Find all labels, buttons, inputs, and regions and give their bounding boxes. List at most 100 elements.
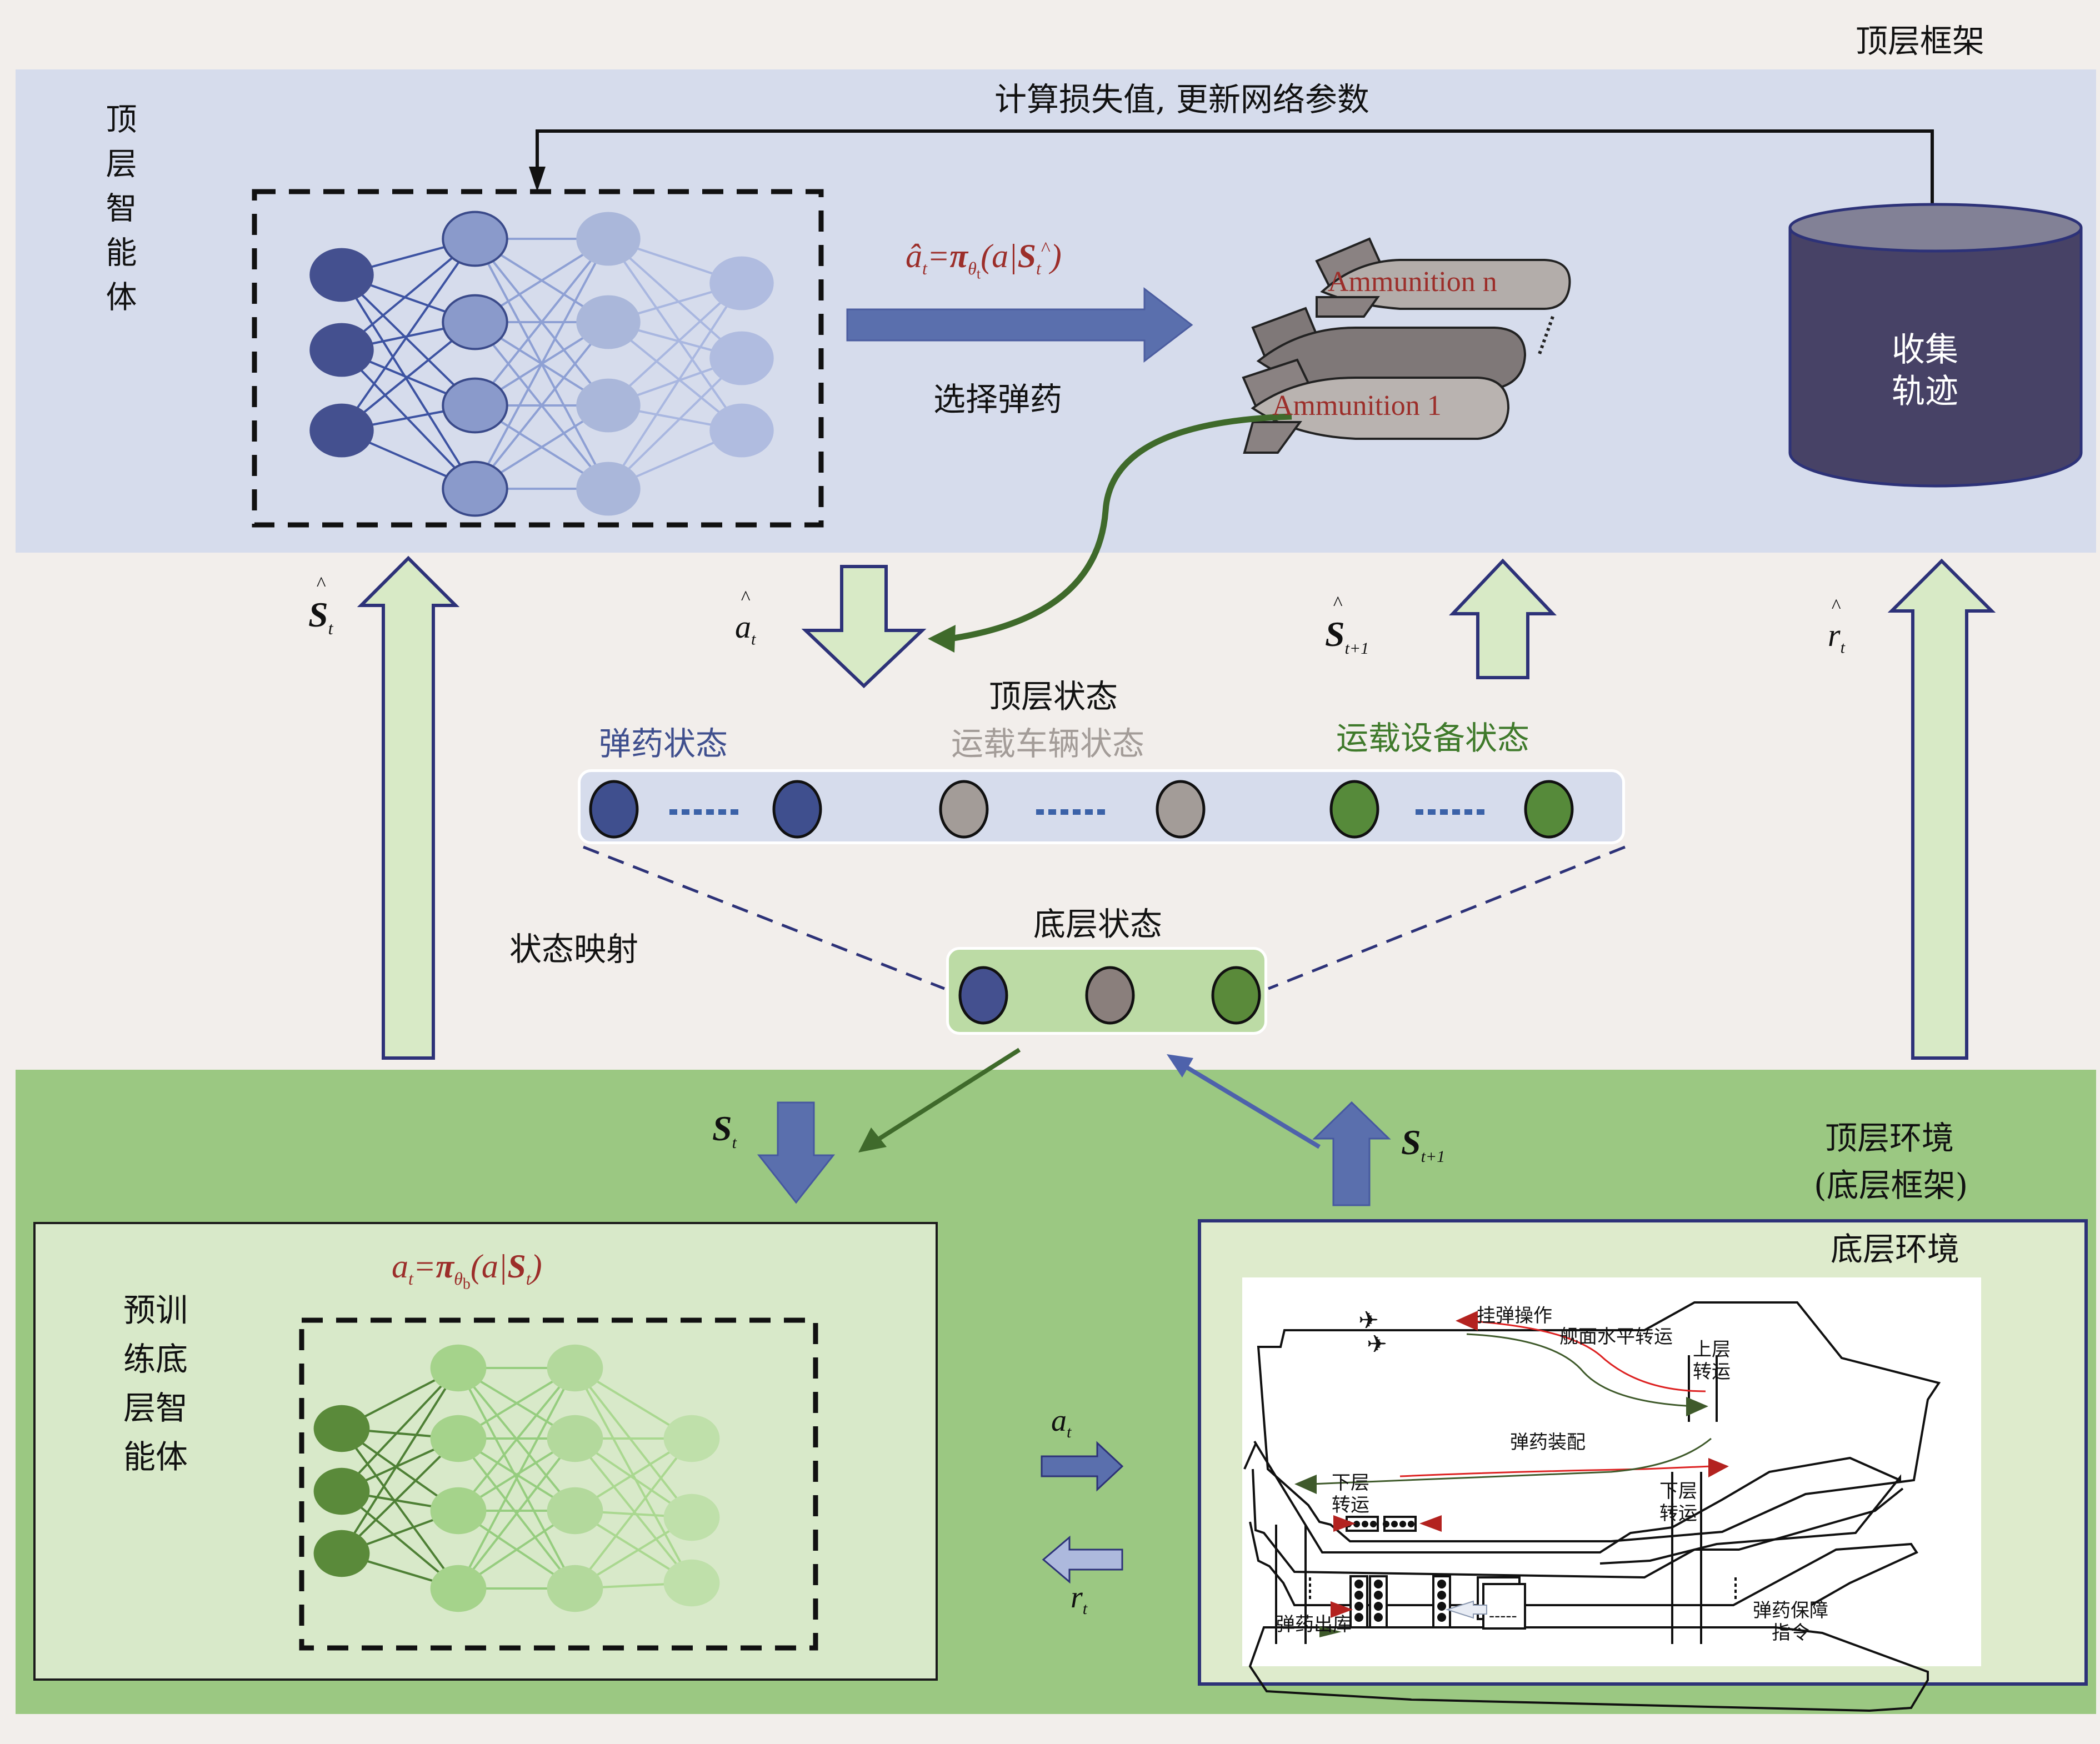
bformula-lhs-sub: t (408, 1269, 413, 1289)
nn-edge (341, 349, 476, 490)
bottom-state-node (1211, 966, 1261, 1025)
rack-dot (1354, 1580, 1363, 1588)
nn-edge (341, 1367, 459, 1492)
hangar-deck-outline (1243, 1440, 1901, 1565)
s-hat-t-label: ^St (308, 574, 333, 638)
upper-transfer-line2: 转运 (1693, 1361, 1731, 1383)
nn-edge (474, 321, 609, 490)
formula-arg: (a| (981, 238, 1018, 274)
a-hat-down-arrow (801, 565, 927, 689)
ship-ammo-assembly-label: 弹药装配 (1510, 1431, 1586, 1454)
top-state-node (589, 780, 639, 839)
nn-node (313, 1405, 370, 1452)
nn-edge (341, 1367, 459, 1555)
equipment-state-label: 运载设备状态 (1336, 719, 1530, 757)
bottom-state-node (1085, 966, 1135, 1025)
select-ammo-arrow (846, 287, 1193, 363)
top-state-nodes (589, 780, 1574, 839)
top-state-bar (578, 769, 1625, 844)
bformula-pi: π (436, 1248, 454, 1285)
ammo-state-label: 弹药状态 (599, 725, 728, 763)
st-down-arrow (757, 1101, 836, 1204)
r-hat-t-hat: ^ (1831, 595, 1840, 617)
formula-pi: π (949, 238, 968, 274)
support-order-line1: 弹药保障 (1753, 1600, 1828, 1622)
ship-lower-transfer-left-label: 下层转运 (1332, 1472, 1369, 1516)
a-t-label: at (1051, 1405, 1071, 1441)
top-env-subtitle: (底层框架) (1814, 1166, 1968, 1204)
nn-node (430, 1344, 487, 1392)
s-t1-label: St+1 (1401, 1125, 1445, 1165)
lower-deck-outline-1 (1252, 1469, 1904, 1579)
nn-node (663, 1415, 720, 1462)
bottom-nn-dashed-box (299, 1317, 818, 1651)
top-state-title: 顶层状态 (989, 678, 1118, 715)
nn-edge (607, 282, 743, 490)
s-hat-up-arrow (357, 555, 460, 1060)
nn-edge (574, 1437, 693, 1584)
rack-dot (1374, 1602, 1383, 1611)
lower-right-line2: 转运 (1659, 1502, 1697, 1525)
nn-edge (574, 1367, 693, 1519)
a-t-sub: t (1067, 1423, 1072, 1442)
s-t-label: St (712, 1111, 737, 1151)
ship-rack-dashes: ----- (1489, 1606, 1517, 1626)
nn-node (442, 294, 508, 350)
a-hat-t-label: ^at (735, 588, 756, 649)
bformula-pi-sub: θ (454, 1269, 463, 1289)
nn-node (313, 1530, 370, 1577)
bformula-close: ) (531, 1248, 542, 1285)
top-state-node (1524, 780, 1574, 839)
nn-node (442, 377, 508, 434)
ammo-selection-curve (949, 413, 1292, 642)
rack-dot (1362, 1521, 1368, 1527)
s-t1-sym: S (1401, 1122, 1421, 1162)
r-t-sub: t (1082, 1600, 1088, 1618)
nn-node (547, 1344, 603, 1392)
s-hat-t1-hat: ^ (1333, 592, 1342, 614)
vehicle-state-label: 运载车辆状态 (951, 725, 1145, 763)
top-env-title: 顶层环境 (1825, 1119, 1954, 1157)
nn-node (663, 1494, 720, 1541)
mapping-line-right (1268, 845, 1626, 990)
ammo-selection-arrowhead-icon (928, 625, 956, 653)
top-framework-title: 顶层框架 (1856, 22, 1985, 60)
top-policy-formula: ât=πθt(a|St^) (906, 239, 1062, 281)
s-hat-t1-label: ^St+1 (1325, 593, 1369, 658)
bottom-state-title: 底层状态 (1033, 905, 1163, 943)
ship-support-order-label: 弹药保障指令 (1753, 1600, 1828, 1644)
bottom-state-to-st-arrowhead-icon (858, 1127, 887, 1152)
formula-pi-sub: θ (968, 258, 977, 278)
bottom-state-to-st-line (873, 1048, 1021, 1144)
collect-label-line1: 收集 (1892, 330, 1958, 369)
rack-dot (1399, 1521, 1406, 1527)
nn-node (709, 331, 774, 385)
nn-edge (341, 1437, 459, 1555)
nn-node (709, 256, 774, 310)
plane-icon-1: ✈ (1358, 1306, 1379, 1335)
nn-node (430, 1415, 487, 1462)
a-t-sym: a (1051, 1404, 1067, 1438)
bformula-pi-subsub: b (462, 1275, 471, 1293)
s-hat-t1-sub: t+1 (1344, 639, 1369, 658)
rack-dot (1354, 1613, 1363, 1622)
a-hat-t-sub: t (751, 630, 756, 649)
r-hat-t-sub: t (1840, 638, 1845, 657)
loss-update-label: 计算损失值, 更新网络参数 (994, 81, 1369, 118)
nn-edge (341, 274, 476, 490)
bformula-arg-sub: t (526, 1269, 531, 1289)
nn-node (442, 211, 508, 267)
at-right-arrow (1041, 1441, 1124, 1492)
nn-edge (474, 238, 609, 489)
s-hat-t-sub: t (328, 618, 333, 638)
top-state-node (1156, 780, 1206, 839)
trajectory-database-icon (1788, 203, 2083, 488)
nn-node (430, 1565, 487, 1612)
nn-node (576, 378, 641, 433)
formula-pi-subsub: t (976, 265, 981, 282)
rack-dot (1354, 1602, 1363, 1611)
r-t-sym: r (1071, 1580, 1083, 1615)
loss-feedback-line (529, 129, 1934, 214)
nn-node (576, 462, 641, 516)
